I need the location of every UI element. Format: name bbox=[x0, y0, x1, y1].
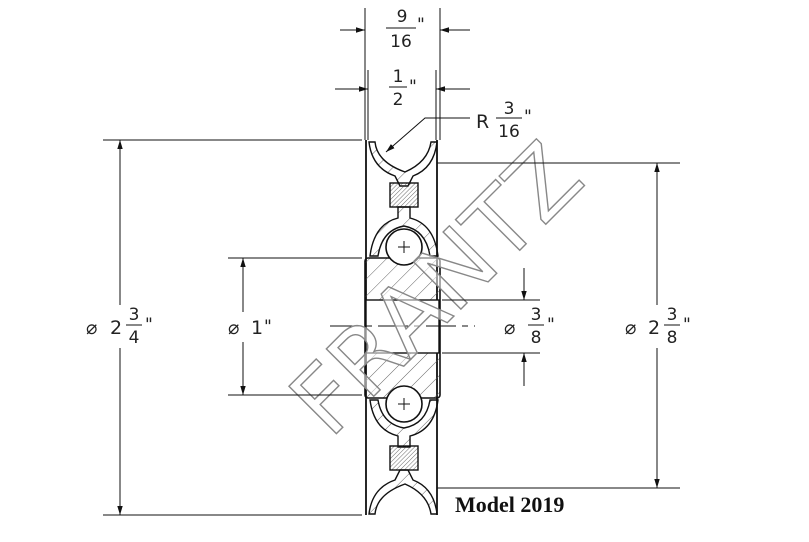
svg-text:R: R bbox=[476, 111, 489, 133]
svg-text:2: 2 bbox=[393, 90, 404, 110]
model-label: Model 2019 bbox=[455, 492, 564, 517]
svg-text:3: 3 bbox=[129, 305, 140, 325]
svg-text:⌀: ⌀ bbox=[228, 317, 239, 339]
svg-text:": " bbox=[683, 315, 691, 335]
dim-groove-diameter: ⌀ 2 3 8 " bbox=[625, 163, 691, 488]
svg-text:4: 4 bbox=[129, 328, 140, 348]
svg-text:": " bbox=[524, 107, 532, 127]
dim-hub-diameter: ⌀ 1 " bbox=[228, 258, 272, 395]
svg-text:": " bbox=[145, 315, 153, 335]
svg-text:3: 3 bbox=[667, 305, 678, 325]
svg-text:⌀: ⌀ bbox=[625, 317, 636, 339]
dim-bore-diameter: ⌀ 3 8 " bbox=[504, 268, 555, 386]
svg-text:3: 3 bbox=[531, 305, 542, 325]
svg-text:": " bbox=[417, 15, 425, 35]
svg-text:⌀: ⌀ bbox=[86, 317, 97, 339]
upper-tire bbox=[368, 141, 439, 266]
dim-groove-radius: R 3 16 " bbox=[385, 99, 532, 153]
dim-tread-width: 1 2 " bbox=[335, 67, 470, 110]
svg-text:⌀: ⌀ bbox=[504, 317, 515, 339]
lower-tire bbox=[368, 385, 439, 515]
svg-text:8: 8 bbox=[531, 328, 542, 348]
svg-text:": " bbox=[264, 317, 272, 337]
dim-outer-diameter: ⌀ 2 3 4 " bbox=[86, 140, 153, 515]
svg-text:16: 16 bbox=[390, 32, 412, 52]
svg-text:8: 8 bbox=[667, 328, 678, 348]
svg-text:": " bbox=[409, 77, 417, 97]
svg-text:1: 1 bbox=[251, 317, 263, 339]
svg-text:2: 2 bbox=[110, 317, 122, 339]
svg-text:2: 2 bbox=[648, 317, 660, 339]
svg-text:9: 9 bbox=[397, 7, 408, 27]
wheel-section bbox=[330, 140, 475, 515]
svg-text:1: 1 bbox=[393, 67, 404, 87]
svg-text:3: 3 bbox=[504, 99, 515, 119]
dim-overall-width: 9 16 " bbox=[340, 7, 470, 52]
svg-text:": " bbox=[547, 315, 555, 335]
svg-text:16: 16 bbox=[498, 122, 520, 142]
